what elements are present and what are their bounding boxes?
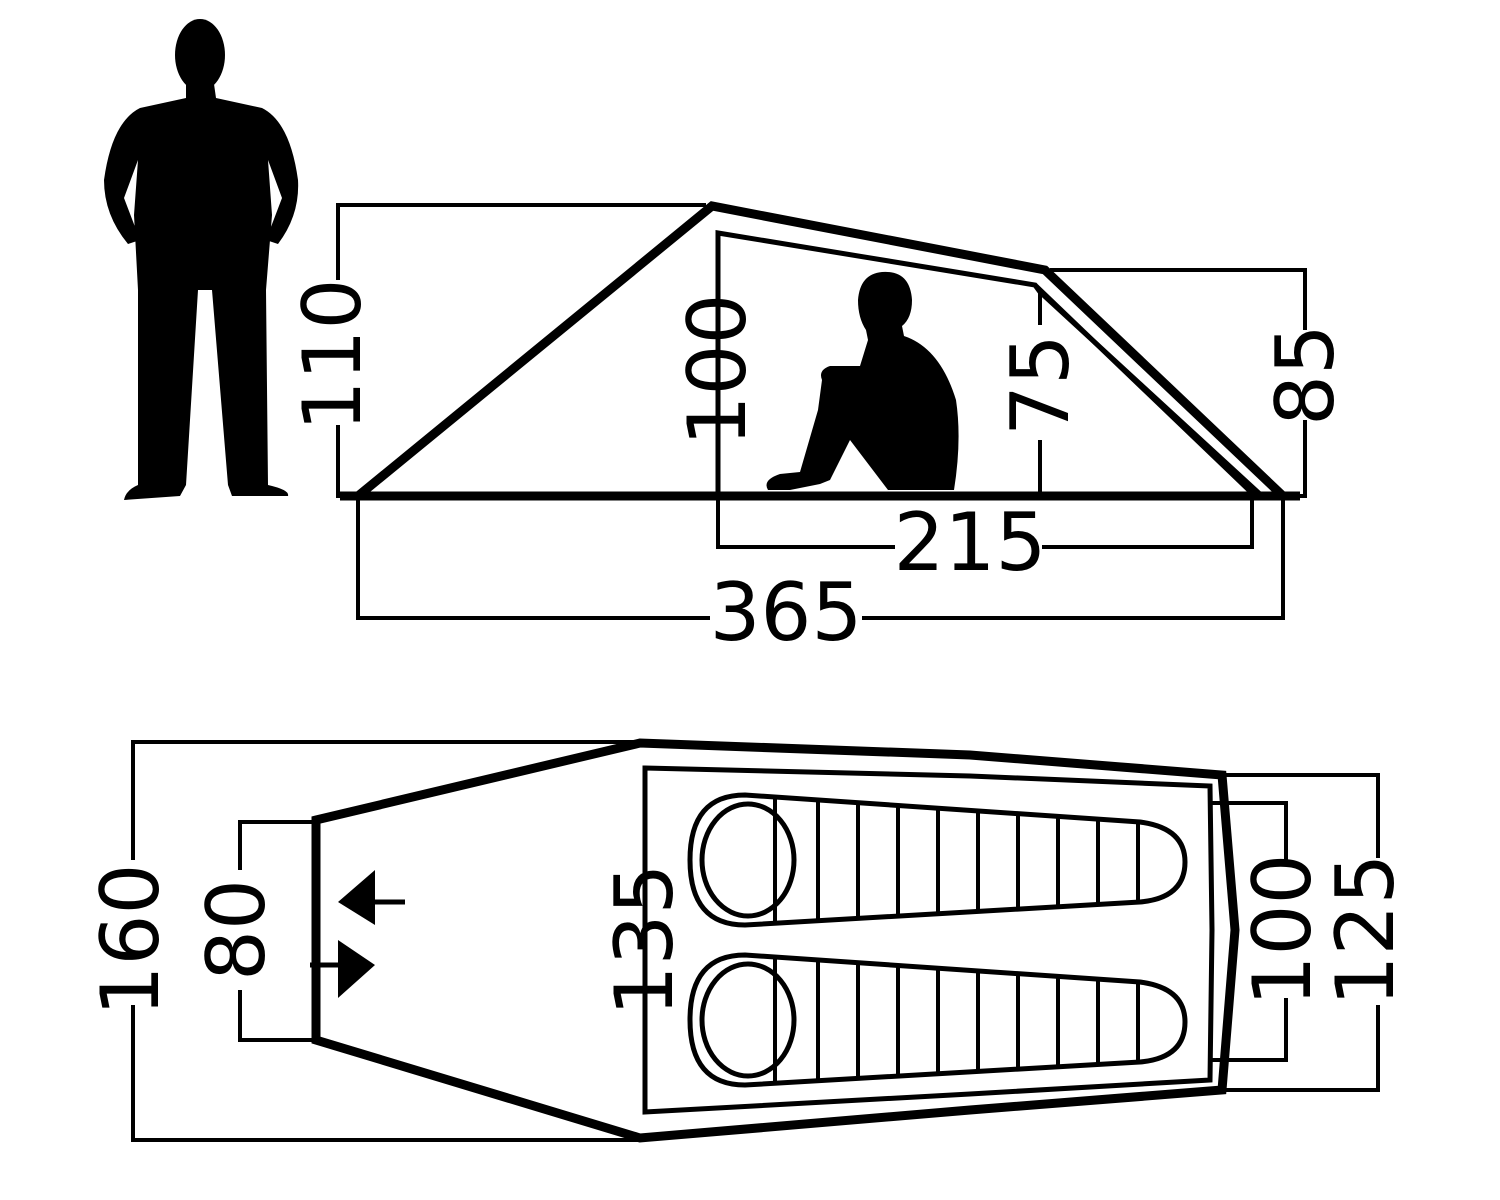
sleeping-bag-icon: [687, 792, 1188, 928]
door-arrow-icon: [310, 870, 405, 998]
fly-outline: [311, 738, 1240, 1143]
person-sitting-icon: [766, 271, 959, 490]
tent-fly-outline: [355, 201, 1287, 500]
sleeping-bag-icon: [687, 952, 1188, 1088]
inner-tent-outline-top: [642, 765, 1215, 1115]
dim-total-length: 365: [710, 566, 863, 659]
top-view: 160 80 135 100 125: [84, 738, 1412, 1143]
dim-height-rear: 85: [1259, 324, 1352, 426]
dim-outer-width-rear: 125: [1319, 854, 1412, 1007]
dim-inner-width-rear: 100: [1236, 854, 1329, 1007]
side-view: 110 100 75 85 215 365: [286, 201, 1352, 659]
dim-total-width: 160: [84, 864, 177, 1017]
inner-tent-outline: [715, 230, 1264, 498]
dim-inner-length: 215: [894, 496, 1047, 589]
dim-height-peak: 110: [286, 279, 379, 432]
dim-inner-width-front: 135: [598, 864, 691, 1017]
dim-vestibule-width: 80: [190, 879, 283, 981]
dim-inner-height-peak: 100: [671, 294, 764, 447]
dim-inner-height-rear: 75: [994, 334, 1087, 436]
person-standing-icon: [104, 19, 299, 500]
